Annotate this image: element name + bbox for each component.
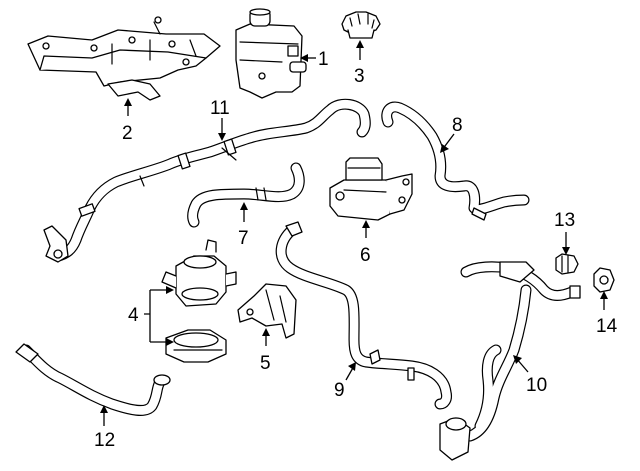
callout-10: 10 (526, 375, 547, 396)
callout-8: 8 (452, 115, 463, 136)
part-12-hose (15, 343, 171, 416)
callout-11: 11 (210, 98, 230, 119)
part-3-cap (341, 11, 381, 39)
part-1-reservoir (235, 8, 307, 99)
callout-9: 9 (334, 380, 345, 401)
part-8-hose (381, 101, 530, 221)
part-5-bracket (237, 283, 297, 339)
callout-1: 1 (318, 49, 329, 70)
callout-13: 13 (554, 210, 575, 231)
part-10-hose (439, 261, 581, 461)
callout-6: 6 (360, 245, 371, 266)
callout-12: 12 (94, 430, 115, 451)
callout-labels: 1 2 3 4 5 6 7 8 9 10 11 12 13 14 (94, 49, 618, 451)
part-4-pump (161, 239, 237, 363)
part-11-hose (43, 98, 371, 263)
part-9-hose (275, 221, 452, 410)
part-7-hose (187, 162, 305, 228)
part-6-valve (329, 157, 413, 221)
part-14-fitting (593, 267, 615, 293)
part-13-fitting (555, 253, 579, 275)
leader-lines (100, 40, 608, 426)
callout-3: 3 (354, 66, 365, 87)
part-2-bracket (27, 16, 221, 101)
callout-2: 2 (122, 123, 133, 144)
callout-4: 4 (128, 305, 139, 326)
callout-5: 5 (260, 353, 271, 374)
callout-14: 14 (596, 316, 618, 337)
callout-7: 7 (238, 228, 249, 249)
